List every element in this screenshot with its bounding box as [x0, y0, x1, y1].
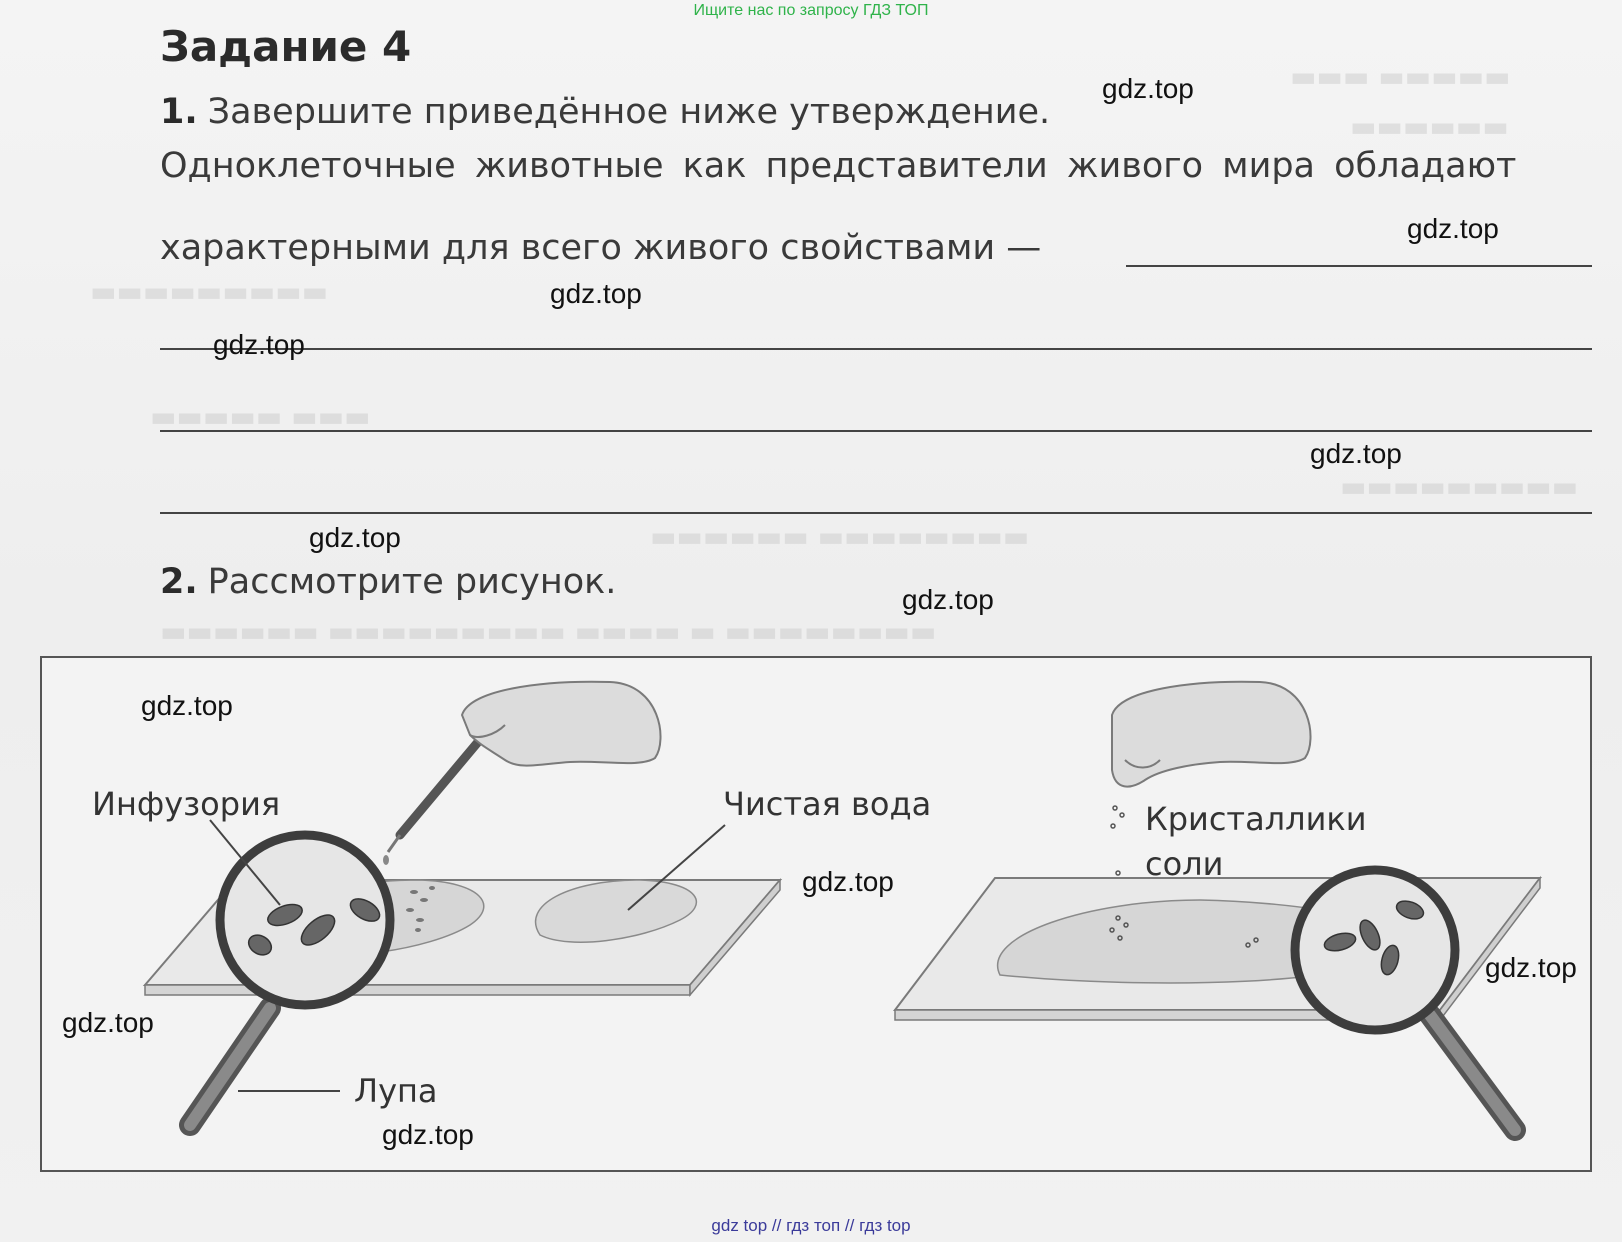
watermark: gdz.top	[213, 329, 305, 360]
hand-right	[1111, 680, 1312, 788]
question-1-text: Завершите приведённое ниже утверждение.	[207, 92, 1051, 132]
statement-line-1: Одноклеточные животные как представители…	[160, 146, 1517, 186]
watermark: gdz.top	[550, 278, 642, 309]
top-banner: Ищите нас по запросу ГДЗ ТОП	[693, 2, 929, 19]
infusoria-pointer	[209, 819, 281, 906]
loupe-lens-left	[215, 830, 395, 1010]
clean-water-drop	[534, 879, 698, 943]
page-title: Задание 4	[160, 22, 412, 71]
watermark: gdz.top	[1102, 73, 1194, 104]
infusoria-cells-left	[247, 898, 381, 956]
statement-line-2: характерными для всего живого свойствами…	[160, 228, 1042, 268]
glass-slide-left-edge	[144, 984, 691, 996]
question-1-prompt: 1.Завершите приведённое ниже утверждение…	[160, 92, 1050, 132]
question-2-prompt: 2.Рассмотрите рисунок.	[160, 562, 616, 602]
watermark: gdz.top	[309, 522, 401, 553]
watermark: gdz.top	[1310, 438, 1402, 469]
label-clean-water: Чистая вода	[723, 785, 932, 823]
drop-particles	[406, 886, 435, 932]
question-2-number: 2.	[160, 562, 198, 602]
clean-water-pointer	[627, 824, 726, 911]
answer-line-2[interactable]	[160, 348, 1592, 350]
salt-crystals	[1109, 805, 1259, 948]
watermark: gdz.top	[902, 584, 994, 615]
infusoria-cells-right	[1323, 900, 1425, 976]
pipette	[383, 737, 483, 865]
bottom-watermark-bar: gdz top // гдз топ // гдз top	[711, 1216, 911, 1235]
watermark: gdz.top	[382, 1119, 474, 1150]
hand-left	[460, 680, 662, 767]
label-salt-crystals-line2: соли	[1145, 845, 1224, 883]
watermark: gdz.top	[1407, 213, 1499, 244]
question-2-text: Рассмотрите рисунок.	[207, 562, 617, 602]
answer-line-3[interactable]	[160, 430, 1592, 432]
question-1-number: 1.	[160, 92, 198, 132]
glass-slide-left-side	[689, 877, 781, 998]
label-loupe: Лупа	[354, 1072, 438, 1110]
watermark: gdz.top	[802, 866, 894, 897]
answer-line-1[interactable]	[1126, 265, 1592, 267]
watermark: gdz.top	[62, 1007, 154, 1038]
answer-line-4[interactable]	[160, 512, 1592, 514]
label-infusoria: Инфузория	[92, 785, 281, 823]
label-salt-crystals-line1: Кристаллики	[1145, 800, 1367, 838]
watermark: gdz.top	[1485, 952, 1577, 983]
watermark: gdz.top	[141, 690, 233, 721]
